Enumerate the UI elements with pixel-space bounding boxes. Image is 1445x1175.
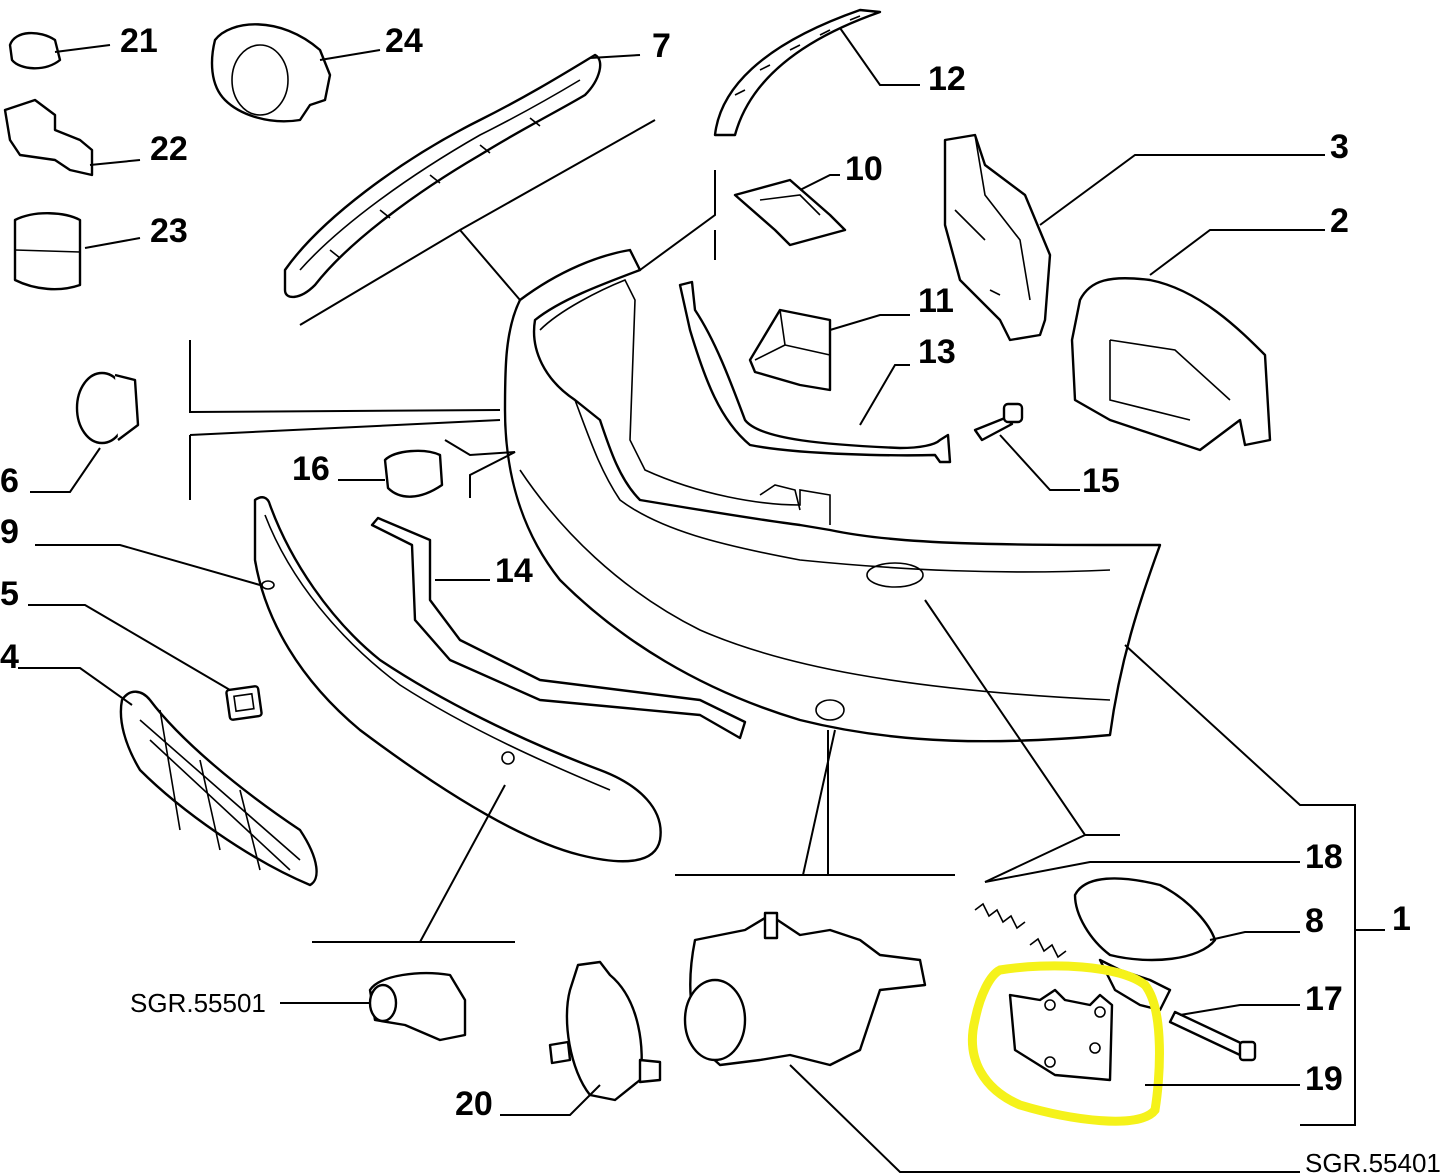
callout-16: 16	[292, 450, 330, 488]
callout-11: 11	[918, 282, 954, 320]
upper-reinforcement	[283, 53, 602, 299]
callout-12: 12	[928, 60, 966, 98]
block-11	[748, 308, 832, 392]
callout-13: 13	[918, 333, 956, 371]
clip-5	[225, 685, 263, 721]
bumper-shell	[503, 248, 1162, 743]
bumper-stop-16	[383, 449, 444, 498]
clip-21	[8, 31, 62, 70]
callout-24: 24	[385, 22, 423, 60]
callout-17: 17	[1305, 980, 1343, 1018]
strip	[713, 8, 882, 137]
callout-10: 10	[845, 150, 883, 188]
reference-sensor: SGR.55501	[130, 988, 266, 1018]
clip-22	[3, 98, 94, 177]
lower-spoiler	[253, 496, 662, 863]
callout-6: 6	[0, 462, 19, 500]
callout-23: 23	[150, 212, 188, 250]
cover-plate-19	[1008, 988, 1114, 1082]
callout-15: 15	[1082, 462, 1120, 500]
callout-21: 21	[120, 22, 158, 60]
leader-lines	[18, 27, 1385, 1173]
absorber-3	[943, 133, 1052, 342]
callout-18: 18	[1305, 838, 1343, 876]
callout-9: 9	[0, 513, 19, 551]
callout-2: 2	[1330, 202, 1349, 240]
callout-1: 1	[1392, 900, 1411, 938]
rod-bracket-14	[370, 516, 747, 740]
callout-22: 22	[150, 130, 188, 168]
callout-5: 5	[0, 575, 19, 613]
springs-18	[974, 902, 1067, 959]
callout-3: 3	[1330, 128, 1349, 166]
callout-14: 14	[495, 552, 533, 590]
parking-sensor	[368, 971, 467, 1042]
wire-bracket-13	[678, 280, 952, 464]
clip-24	[210, 23, 332, 123]
highlight-ring	[967, 961, 1164, 1126]
reference-washer: SGR.55401	[1305, 1148, 1441, 1175]
grille-4	[119, 690, 318, 887]
callout-7: 7	[652, 27, 671, 65]
screw-15	[973, 402, 1024, 442]
bracket-10	[733, 178, 847, 247]
callout-19: 19	[1305, 1060, 1343, 1098]
absorber-2	[1070, 277, 1272, 452]
callout-8: 8	[1305, 902, 1324, 940]
cap-6	[75, 371, 140, 445]
clip-23	[13, 212, 82, 291]
callout-4: 4	[0, 638, 19, 676]
callout-20: 20	[455, 1085, 493, 1123]
washer-pump	[683, 911, 927, 1067]
sensor-ring-20	[548, 960, 662, 1102]
bolt-17	[1168, 1010, 1257, 1062]
